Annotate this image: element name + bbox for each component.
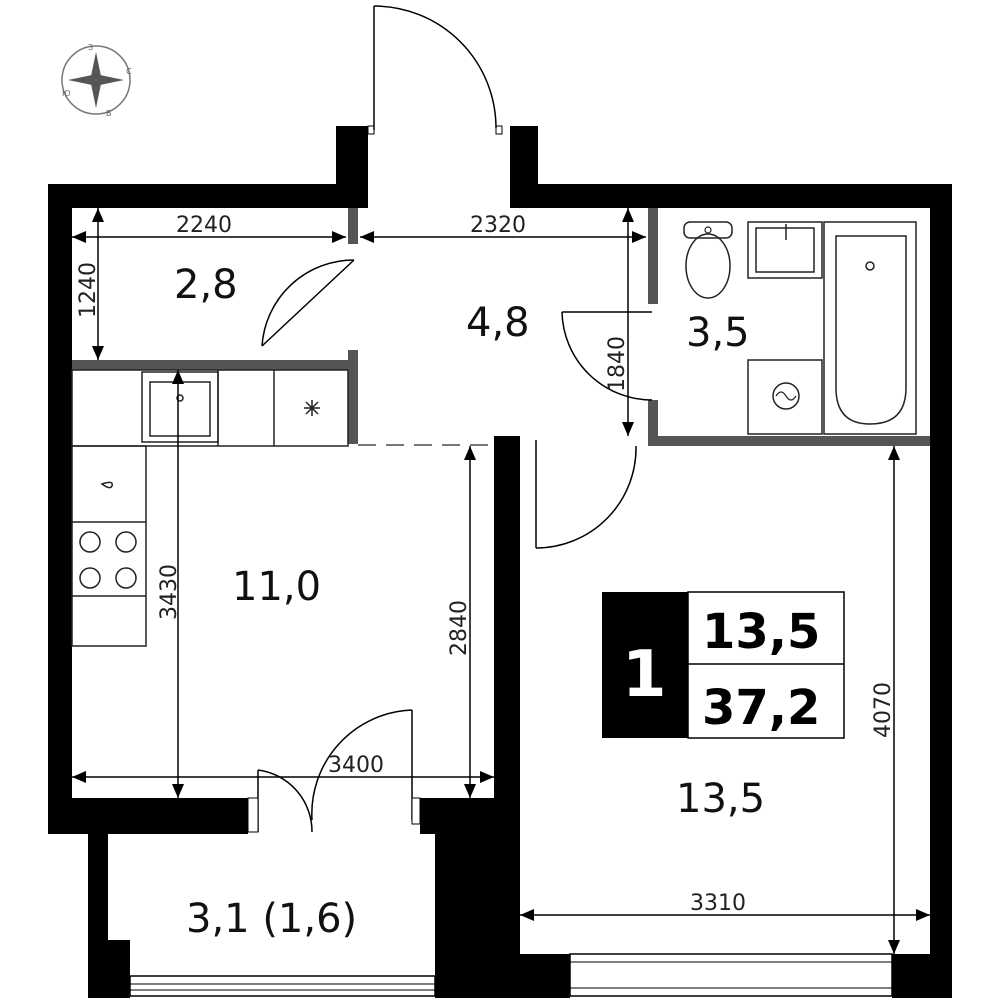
room-area-balcony: 3,1 (1,6) <box>186 896 357 942</box>
badge-rooms-count: 1 <box>622 638 667 712</box>
window-balcony <box>129 975 436 997</box>
dim-hall-width: 2320 <box>470 213 526 238</box>
balcony-door-icon <box>247 709 421 833</box>
exterior-walls <box>48 126 952 998</box>
dimension-lines <box>72 208 930 954</box>
dim-hall-depth: 1840 <box>605 336 630 392</box>
badge-total-area: 37,2 <box>702 680 820 736</box>
window-bedroom <box>569 953 893 997</box>
toilet-icon <box>683 221 733 299</box>
compass-east: С <box>126 67 132 76</box>
room-area-bathroom: 3,5 <box>686 310 750 356</box>
water-drop-icon <box>100 481 114 489</box>
storage-door-icon <box>261 259 355 347</box>
bathtub-icon <box>823 221 917 435</box>
bathroom-sink-icon <box>747 221 823 279</box>
washing-machine-icon <box>747 359 823 435</box>
dim-kitchen-width: 3400 <box>328 753 384 778</box>
stove-icon <box>79 531 137 589</box>
apartment-badge: 1 13,5 37,2 <box>602 591 845 739</box>
dim-bedroom-length: 4070 <box>871 682 896 738</box>
compass-west: Ю <box>62 89 71 98</box>
dim-kitchen-length: 3430 <box>157 564 182 620</box>
compass-south: В <box>106 109 112 118</box>
bathroom-door-icon <box>561 311 653 401</box>
room-area-kitchen: 11,0 <box>232 564 321 610</box>
bedroom-door-icon <box>535 440 637 549</box>
dim-kitchen-inner: 2840 <box>447 600 472 656</box>
fridge-icon <box>304 400 320 416</box>
room-area-bedroom: 13,5 <box>676 776 765 822</box>
dim-storage-width: 2240 <box>176 213 232 238</box>
dim-bedroom-width: 3310 <box>690 891 746 916</box>
badge-living-area: 13,5 <box>702 604 820 660</box>
partitions <box>72 208 930 446</box>
entrance-door-icon <box>367 5 503 135</box>
compass-icon: З С В Ю <box>61 43 132 118</box>
room-area-hall: 4,8 <box>466 300 530 346</box>
compass-north: З <box>88 43 93 52</box>
room-area-storage: 2,8 <box>174 262 238 308</box>
dim-storage-depth: 1240 <box>76 262 101 318</box>
